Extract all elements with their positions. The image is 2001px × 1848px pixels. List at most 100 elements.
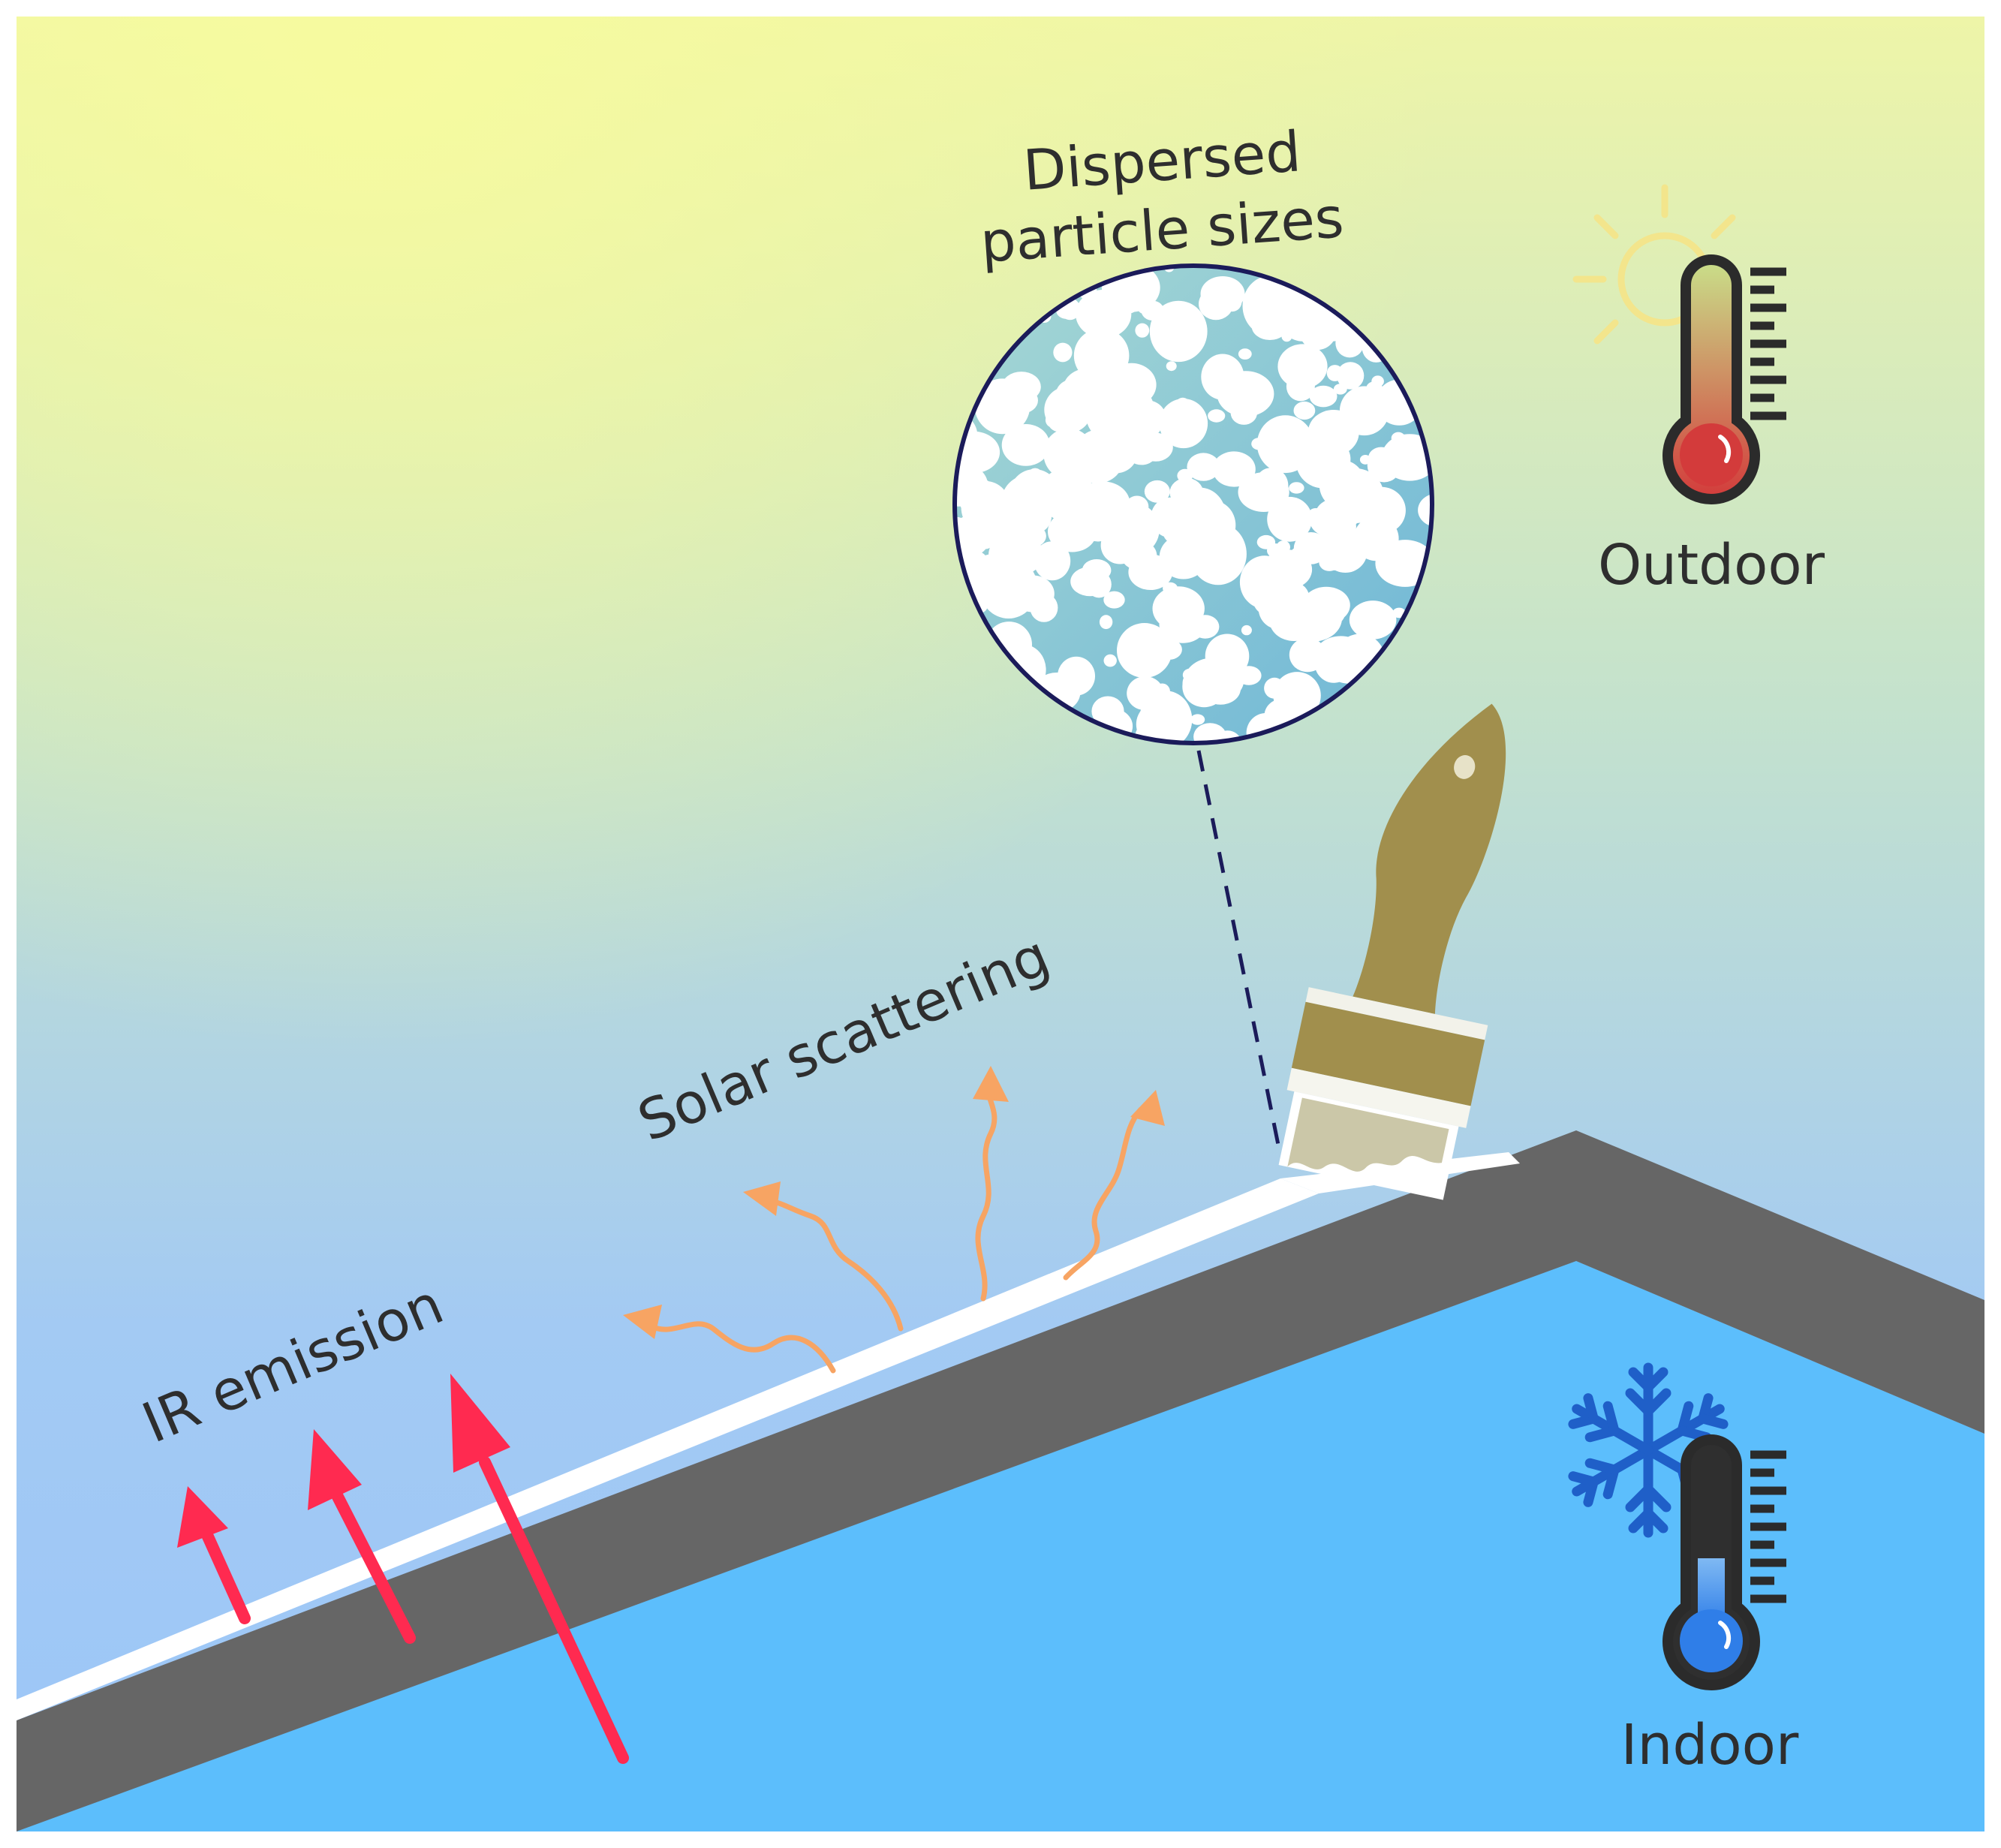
particle [1169,477,1204,507]
particle [1328,514,1345,530]
particle [1326,468,1384,524]
outdoor-label: Outdoor [1598,533,1825,597]
particle [1184,658,1244,703]
particle [1190,714,1205,725]
particle [1135,323,1150,338]
particle [1256,415,1314,474]
particle [1326,365,1344,381]
ir-emission-arrows [177,1374,629,1764]
particle [1053,342,1073,363]
particle [1120,436,1130,445]
particle [1289,637,1326,673]
particle [1159,399,1208,449]
particle [1109,283,1143,315]
particle [1356,479,1366,490]
cooling-paint-coating [17,1178,1319,1720]
particle [955,462,988,507]
solar-arrow-3-head [973,1066,1009,1102]
dispersed-particles [955,266,1432,743]
particle [1099,615,1113,630]
particle [1187,453,1220,481]
ir-arrow-3-head [450,1374,510,1473]
particle [1199,287,1233,321]
particle [1188,500,1236,550]
particle [961,441,983,463]
particle [1289,482,1304,494]
particle [1391,432,1406,444]
particle [1159,534,1208,579]
particle [1075,429,1121,479]
particle [1204,495,1218,509]
solar-arrow-2-head [743,1181,781,1216]
particle [1281,331,1292,342]
particle [1045,412,1059,428]
solar-scattering-arrows [623,1066,1165,1374]
particle [1214,463,1225,475]
solar-arrow-4-head [1130,1090,1165,1126]
particle [1367,448,1401,483]
particle [1016,563,1027,574]
particle [1128,524,1143,540]
particle [1289,546,1307,563]
particle [1001,424,1050,466]
particle [1239,555,1289,609]
particle [1241,625,1252,636]
thermometer-hot-icon [1662,254,1786,504]
particle [1094,382,1154,437]
ir-arrow-2-head [308,1429,362,1510]
particle [1091,696,1124,727]
particle [1309,385,1338,408]
solar-arrow-1-head [623,1305,662,1339]
thermometer-cold-icon [1662,1434,1786,1690]
particle [1208,640,1228,658]
particle [982,575,1031,613]
snowflake-icon [1568,1362,1729,1533]
particle [1208,409,1226,423]
ir-arrow-1 [198,1522,251,1624]
solar-arrow-2 [763,1198,904,1332]
particle [1103,591,1125,609]
particle [955,515,991,556]
particle [1242,275,1299,336]
particle [1030,593,1058,622]
particle [1136,700,1187,743]
solar-arrow-3 [975,1082,997,1302]
particle [1305,438,1351,480]
particle [1166,361,1177,372]
ir-arrow-2 [332,1491,416,1644]
solar-arrow-4 [1063,1106,1144,1281]
indoor-label: Indoor [1621,1713,1799,1777]
particle [1217,371,1274,417]
particle [1277,344,1328,389]
particle [1366,381,1383,396]
particle [1251,438,1266,450]
particle [1269,599,1319,641]
ir-arrow-3 [479,1456,629,1764]
magnifier-circle [952,263,1434,745]
ir-arrow-1-head [177,1486,228,1548]
particle [1103,654,1117,667]
solar-arrow-1 [650,1321,836,1374]
particle [1212,451,1256,487]
particle [1418,493,1432,528]
particle [1197,734,1219,743]
particle [1001,372,1041,402]
particle [1337,362,1365,390]
particle [1070,567,1110,597]
particle [1293,401,1316,420]
particle [1238,348,1252,360]
particle [1117,623,1172,678]
particle [1160,498,1179,516]
particle [1149,300,1208,363]
particle [1293,658,1308,669]
particle [1068,525,1089,544]
particle [1152,586,1205,631]
particle [1151,497,1190,538]
particle [1097,495,1130,529]
particle [1144,480,1170,503]
particle [1254,468,1289,504]
particle [1256,534,1276,549]
paintbrush-icon [1278,703,1506,1200]
particle [1349,600,1397,640]
